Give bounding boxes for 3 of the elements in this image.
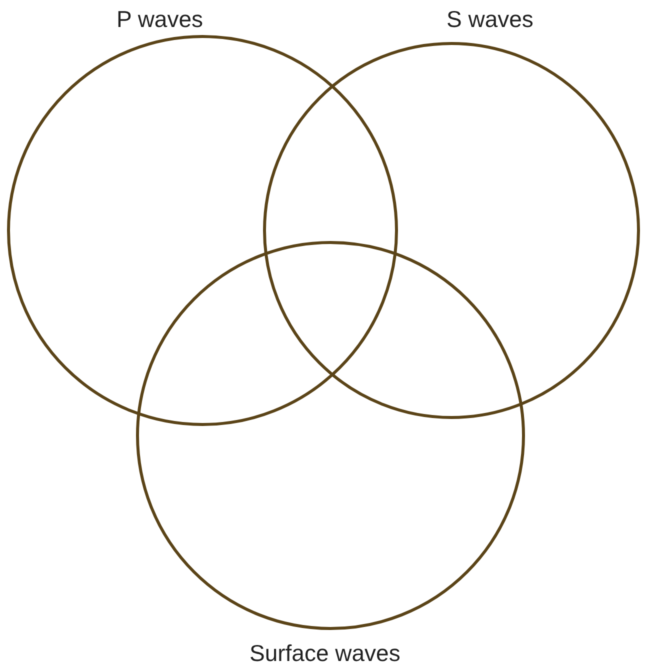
circle-label: S waves — [446, 6, 534, 32]
circle-label: P waves — [116, 6, 204, 32]
circle-label: Surface waves — [250, 640, 400, 666]
